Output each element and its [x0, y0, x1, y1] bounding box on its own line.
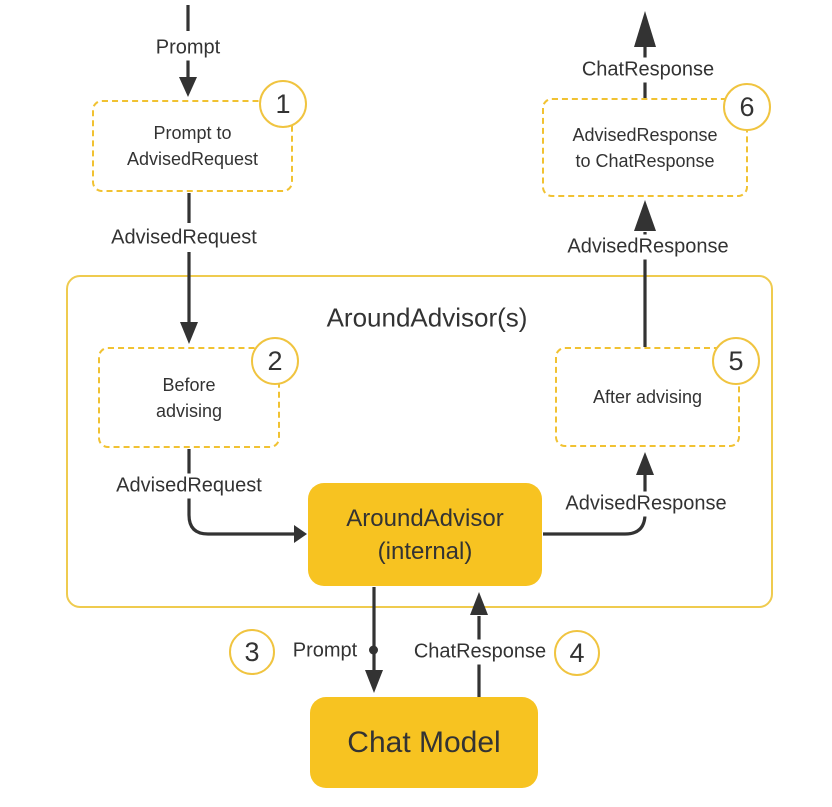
around-advisors-title: AroundAdvisor(s): [326, 302, 528, 333]
step-5-label: After advising: [592, 387, 703, 407]
edge-label-advised-request-inner: AdvisedRequest: [111, 473, 267, 499]
edge-label-advised-response-outer: AdvisedResponse: [562, 234, 734, 260]
around-advisor-internal-line1: AroundAdvisor: [346, 504, 504, 532]
step-1-label-line2: AdvisedRequest: [126, 149, 259, 169]
arrowhead-prompt-to-step1: [179, 77, 197, 97]
step-1-label-line1: Prompt to: [153, 123, 232, 143]
edge-label-chat-response-out: ChatResponse: [576, 57, 720, 83]
arrowhead-to-step2: [180, 322, 198, 344]
arrowhead-to-step5: [636, 452, 654, 475]
step-2-label-line2: advising: [155, 400, 223, 421]
badge-6: 6: [723, 83, 771, 131]
step-6-label-line1: AdvisedResponse: [572, 124, 718, 145]
step-5-after-advising-box: After advising: [555, 347, 740, 447]
arrowhead-to-internal-from-chatmodel: [470, 592, 488, 615]
around-advisors-container: [66, 275, 773, 608]
edge-label-advised-response-inner: AdvisedResponse: [560, 491, 732, 517]
edge-label-prompt-in: Prompt: [150, 35, 226, 61]
badge-4: 4: [554, 630, 600, 676]
edge-step2-to-internal: [187, 449, 294, 536]
chat-model-node: Chat Model: [310, 697, 538, 788]
badge-1: 1: [259, 80, 307, 128]
around-advisor-internal-node: AroundAdvisor (internal): [308, 483, 542, 586]
step-1-prompt-to-advisedrequest-box: Prompt to AdvisedRequest: [92, 100, 293, 192]
prompt-edge-junction-dot: [369, 645, 378, 655]
step-6-label-line2: to ChatResponse: [575, 150, 715, 171]
badge-2: 2: [251, 337, 299, 385]
arrowhead-chatresponse-out: [634, 11, 656, 47]
arrowhead-to-step6: [634, 200, 656, 231]
step-2-before-advising-box: Before advising: [98, 347, 280, 448]
edge-label-prompt-to-model: Prompt: [287, 638, 363, 664]
badge-3: 3: [229, 629, 275, 675]
edge-label-advised-request-outer: AdvisedRequest: [106, 225, 262, 251]
step-6-advisedresponse-to-chatresponse-box: AdvisedResponse to ChatResponse: [542, 98, 748, 197]
badge-5: 5: [712, 337, 760, 385]
around-advisor-internal-line2: (internal): [377, 537, 473, 565]
chat-model-label: Chat Model: [347, 725, 501, 759]
arrowhead-to-chatmodel: [365, 670, 383, 693]
edge-label-chat-response-from-model: ChatResponse: [408, 639, 552, 665]
arrowhead-to-internal: [294, 525, 307, 543]
step-2-label-line1: Before: [162, 374, 216, 395]
